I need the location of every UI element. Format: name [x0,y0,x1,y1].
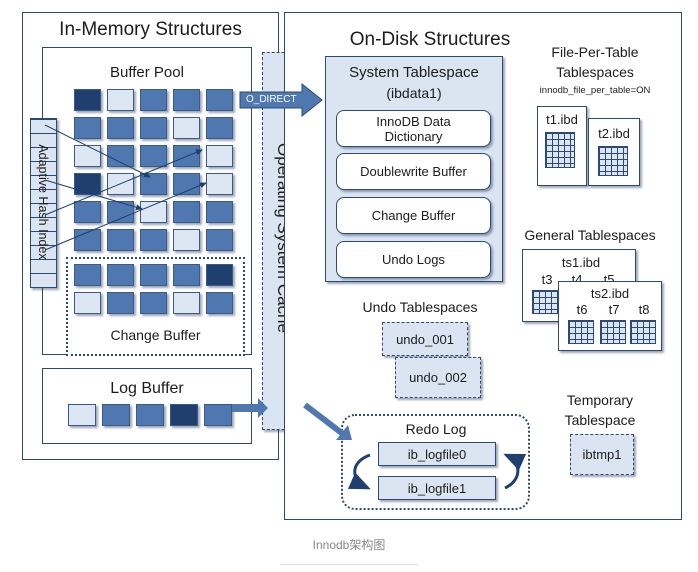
buffer-page [107,117,134,139]
log-buffer-title: Log Buffer [110,380,184,397]
ts2-file-label: ts2.ibd [590,286,630,301]
log-buffer-page [204,404,232,426]
t1-table-icon [545,132,575,168]
buffer-page [206,89,233,111]
change-buffer-page [74,264,101,286]
change-buffer-page [140,264,167,286]
buffer-page [206,201,233,223]
buffer-page [107,229,134,251]
change-buffer-label: Change Buffer [110,327,201,343]
buffer-page [173,201,200,223]
buffer-page [74,145,101,167]
ts1-t3-label: t3 [541,272,553,287]
buffer-page [206,229,233,251]
buffer-page [140,201,167,223]
ts2-t7-table-icon [600,320,626,344]
buffer-page [107,145,134,167]
log-buffer-page [136,404,164,426]
buffer-page [107,173,134,195]
log-buffer-page [102,404,130,426]
buffer-page [74,201,101,223]
buffer-page [107,201,134,223]
change-buffer-page [74,292,101,314]
change-buffer-page [107,264,134,286]
buffer-page [173,89,200,111]
caption-underline [280,564,418,565]
ts2-t7-label: t7 [608,302,620,317]
file-per-table-title-2: Tablespaces [556,64,634,80]
change-buffer-page [173,264,200,286]
change-buffer-page [173,292,200,314]
ts1-t4-label: t4 [571,272,583,287]
general-tablespaces-title: General Tablespaces [524,227,656,243]
buffer-page [206,145,233,167]
buffer-page [173,117,200,139]
log-buffer-page [170,404,198,426]
system-tablespace-file: (ibdata1) [386,85,442,101]
buffer-page [206,117,233,139]
change-buffer-page [140,292,167,314]
change-buffer-page [206,264,233,286]
t2-file-label: t2.ibd [598,126,630,141]
ib-logfile1: ib_logfile1 [378,476,496,500]
temporary-title-2: Tablespace [564,412,636,428]
data-dictionary: InnoDB Data Dictionary [336,110,491,147]
buffer-page [140,145,167,167]
undo-001-file: undo_001 [382,322,468,356]
buffer-page [107,89,134,111]
adaptive-hash-index-label: Adaptive Hash Index [36,144,50,260]
ts2-t6-label: t6 [576,302,588,317]
figure-caption: Innodb架构图 [312,538,386,552]
ts1-file-label: ts1.ibd [561,255,601,270]
buffer-page [173,145,200,167]
in-memory-title: In-Memory Structures [59,19,242,40]
doublewrite-buffer: Doublewrite Buffer [336,153,491,190]
buffer-page [140,229,167,251]
file-per-table-setting: innodb_file_per_table=ON [539,85,651,96]
change-buffer-page [107,292,134,314]
ts2-t8-label: t8 [638,302,650,317]
buffer-page [173,229,200,251]
buffer-page [74,89,101,111]
log-buffer-page [68,404,96,426]
buffer-page [140,89,167,111]
buffer-page [173,173,200,195]
o-direct-label: O_DIRECT [246,94,297,105]
ts1-t3-table-icon [532,290,560,314]
on-disk-title: On-Disk Structures [349,29,511,50]
redo-log-title: Redo Log [405,421,467,437]
ts2-t6-table-icon [568,320,594,344]
buffer-page [74,117,101,139]
buffer-pool-title: Buffer Pool [110,64,184,81]
buffer-page [74,173,101,195]
change-buffer-page [206,292,233,314]
undo-logs: Undo Logs [336,241,491,278]
buffer-page [74,229,101,251]
ts1-t5-label: t5 [603,272,615,287]
buffer-page [140,117,167,139]
system-tablespace-title: System Tablespace [349,64,479,81]
undo-002-file: undo_002 [395,357,481,398]
ibtmp1-file: ibtmp1 [570,434,634,475]
t2-table-icon [598,146,628,176]
t1-file-label: t1.ibd [546,112,578,127]
ts2-t8-table-icon [630,320,656,344]
file-per-table-title-1: File-Per-Table [551,44,639,60]
undo-tablespaces-title: Undo Tablespaces [362,299,478,315]
ib-logfile0: ib_logfile0 [378,442,496,466]
buffer-page [206,173,233,195]
temporary-title-1: Temporary [566,392,634,408]
system-change-buffer: Change Buffer [336,197,491,234]
buffer-page [140,173,167,195]
